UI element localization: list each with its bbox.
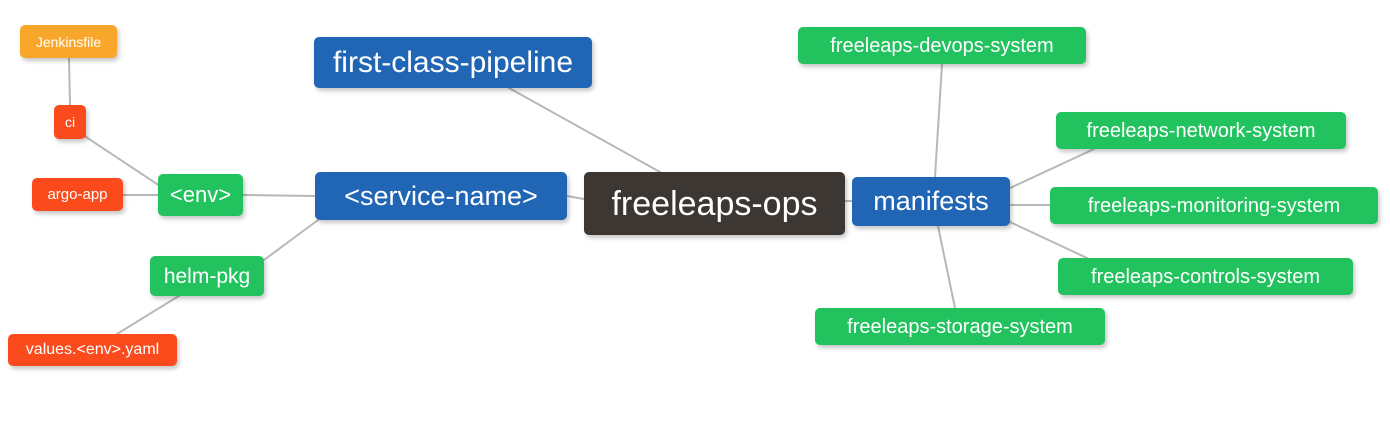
node-manifests[interactable]: manifests [852,177,1010,226]
node-freeleaps-devops-system[interactable]: freeleaps-devops-system [798,27,1086,64]
edge-manifests-to-freeleaps-network-system [1009,148,1095,189]
node-freeleaps-network-system[interactable]: freeleaps-network-system [1056,112,1346,149]
node-label-freeleaps-controls-system: freeleaps-controls-system [1091,265,1320,288]
node-label-ci: ci [64,114,76,130]
node-values-env-yaml[interactable]: values.<env>.yaml [8,334,177,366]
node-helm-pkg[interactable]: helm-pkg [150,256,264,296]
node-freeleaps-ops[interactable]: freeleaps-ops [584,172,845,235]
node-label-env: <env> [169,182,232,207]
node-ci[interactable]: ci [54,105,86,139]
node-first-class-pipeline[interactable]: first-class-pipeline [314,37,592,88]
node-label-freeleaps-devops-system: freeleaps-devops-system [830,34,1054,57]
node-freeleaps-storage-system[interactable]: freeleaps-storage-system [815,308,1105,345]
edge-first-class-pipeline-to-freeleaps-ops [508,87,661,173]
node-env[interactable]: <env> [158,174,243,216]
node-label-freeleaps-storage-system: freeleaps-storage-system [847,315,1073,338]
node-label-service-name: <service-name> [344,180,538,211]
edge-service-name-to-freeleaps-ops [566,195,585,200]
node-freeleaps-monitoring-system[interactable]: freeleaps-monitoring-system [1050,187,1378,224]
node-label-freeleaps-monitoring-system: freeleaps-monitoring-system [1087,194,1341,217]
edge-helm-pkg-to-values-env-yaml [116,293,183,335]
node-argo-app[interactable]: argo-app [32,178,123,211]
node-label-helm-pkg: helm-pkg [163,264,251,288]
node-label-argo-app: argo-app [47,186,108,203]
node-label-freeleaps-network-system: freeleaps-network-system [1086,119,1316,142]
node-label-values-env-yaml: values.<env>.yaml [25,341,160,358]
node-label-jenkinsfile: Jenkinsfile [35,33,102,50]
node-jenkinsfile[interactable]: Jenkinsfile [20,25,117,58]
node-label-first-class-pipeline: first-class-pipeline [332,45,574,79]
edge-jenkinsfile-to-ci [68,57,71,106]
node-service-name[interactable]: <service-name> [315,172,567,220]
node-freeleaps-controls-system[interactable]: freeleaps-controls-system [1058,258,1353,295]
edge-manifests-to-freeleaps-controls-system [1009,221,1088,259]
edge-manifests-to-freeleaps-devops-system [934,63,943,178]
node-label-freeleaps-ops: freeleaps-ops [611,184,818,223]
edge-manifests-to-freeleaps-storage-system [937,225,956,309]
edge-env-to-service-name [242,194,316,197]
node-label-manifests: manifests [873,186,989,216]
edge-service-name-to-helm-pkg [263,219,319,261]
